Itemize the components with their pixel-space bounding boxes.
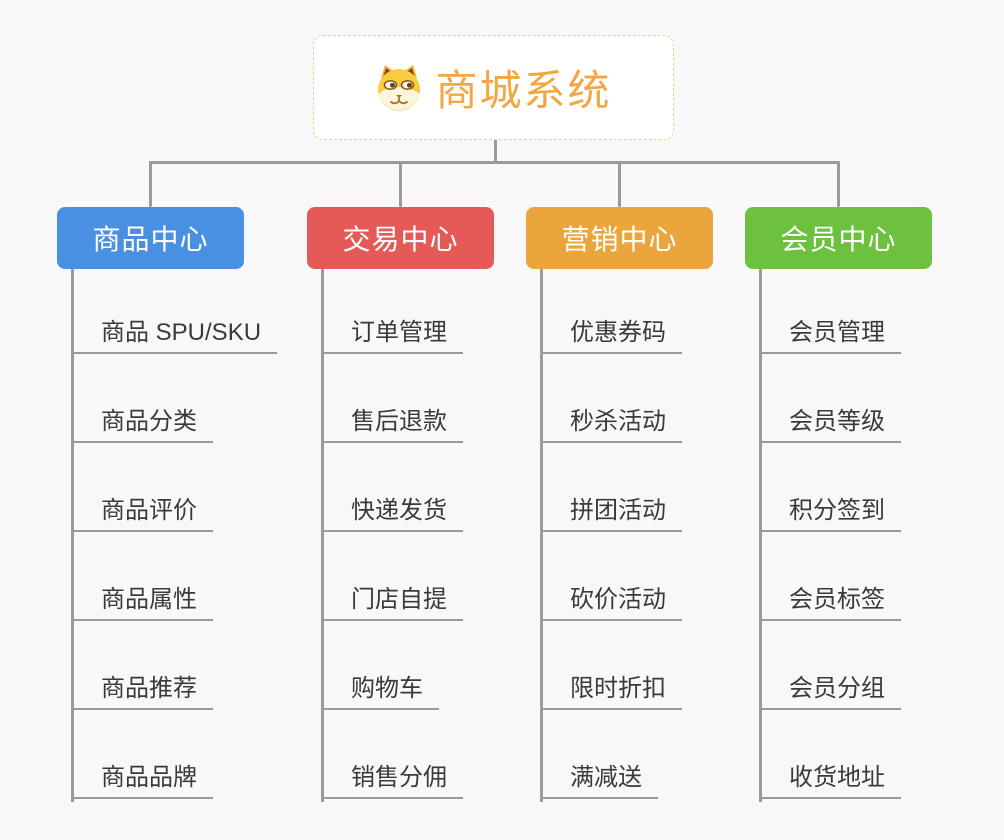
leaf-node[interactable]: 商品评价 — [71, 443, 213, 532]
leaf-node[interactable]: 购物车 — [321, 621, 439, 710]
branch-trunk-line — [540, 269, 543, 802]
leaf-node[interactable]: 售后退款 — [321, 354, 463, 443]
branch-drop-line — [837, 161, 840, 207]
branch-trunk-line — [759, 269, 762, 802]
leaf-node[interactable]: 满减送 — [540, 710, 658, 799]
leaf-node[interactable]: 门店自提 — [321, 532, 463, 621]
branch-rail-line — [149, 161, 840, 164]
root-node[interactable]: 商城系统 — [313, 35, 674, 140]
leaf-node[interactable]: 商品品牌 — [71, 710, 213, 799]
leaf-node[interactable]: 快递发货 — [321, 443, 463, 532]
branch-header-product[interactable]: 商品中心 — [57, 207, 244, 269]
branch-drop-line — [618, 161, 621, 207]
leaf-node[interactable]: 优惠券码 — [540, 269, 682, 354]
branch-trunk-line — [71, 269, 74, 802]
branch-header-member[interactable]: 会员中心 — [745, 207, 932, 269]
leaf-node[interactable]: 商品推荐 — [71, 621, 213, 710]
leaf-node[interactable]: 订单管理 — [321, 269, 463, 354]
branch-drop-line — [399, 161, 402, 207]
branch-leaves-product: 商品 SPU/SKU 商品分类 商品评价 商品属性 商品推荐 商品品牌 — [71, 269, 278, 799]
leaf-node[interactable]: 会员管理 — [759, 269, 901, 354]
leaf-node[interactable]: 积分签到 — [759, 443, 901, 532]
branch-header-marketing[interactable]: 营销中心 — [526, 207, 713, 269]
doge-icon — [378, 64, 421, 111]
branch-drop-line — [149, 161, 152, 207]
branch-leaves-member: 会员管理 会员等级 积分签到 会员标签 会员分组 收货地址 — [759, 269, 901, 799]
branch-leaves-trade: 订单管理 售后退款 快递发货 门店自提 购物车 销售分佣 — [321, 269, 463, 799]
branch-leaves-marketing: 优惠券码 秒杀活动 拼团活动 砍价活动 限时折扣 满减送 — [540, 269, 682, 799]
leaf-node[interactable]: 销售分佣 — [321, 710, 463, 799]
leaf-node[interactable]: 商品属性 — [71, 532, 213, 621]
leaf-node[interactable]: 商品 SPU/SKU — [71, 269, 278, 354]
branch-header-trade[interactable]: 交易中心 — [307, 207, 494, 269]
leaf-node[interactable]: 拼团活动 — [540, 443, 682, 532]
leaf-node[interactable]: 限时折扣 — [540, 621, 682, 710]
leaf-node[interactable]: 商品分类 — [71, 354, 213, 443]
root-title: 商城系统 — [435, 67, 612, 114]
leaf-node[interactable]: 秒杀活动 — [540, 354, 682, 443]
branch-trunk-line — [321, 269, 324, 802]
leaf-node[interactable]: 砍价活动 — [540, 532, 682, 621]
root-stub-line — [494, 140, 497, 163]
leaf-node[interactable]: 会员分组 — [759, 621, 901, 710]
leaf-node[interactable]: 收货地址 — [759, 710, 901, 799]
leaf-node[interactable]: 会员等级 — [759, 354, 901, 443]
leaf-node[interactable]: 会员标签 — [759, 532, 901, 621]
